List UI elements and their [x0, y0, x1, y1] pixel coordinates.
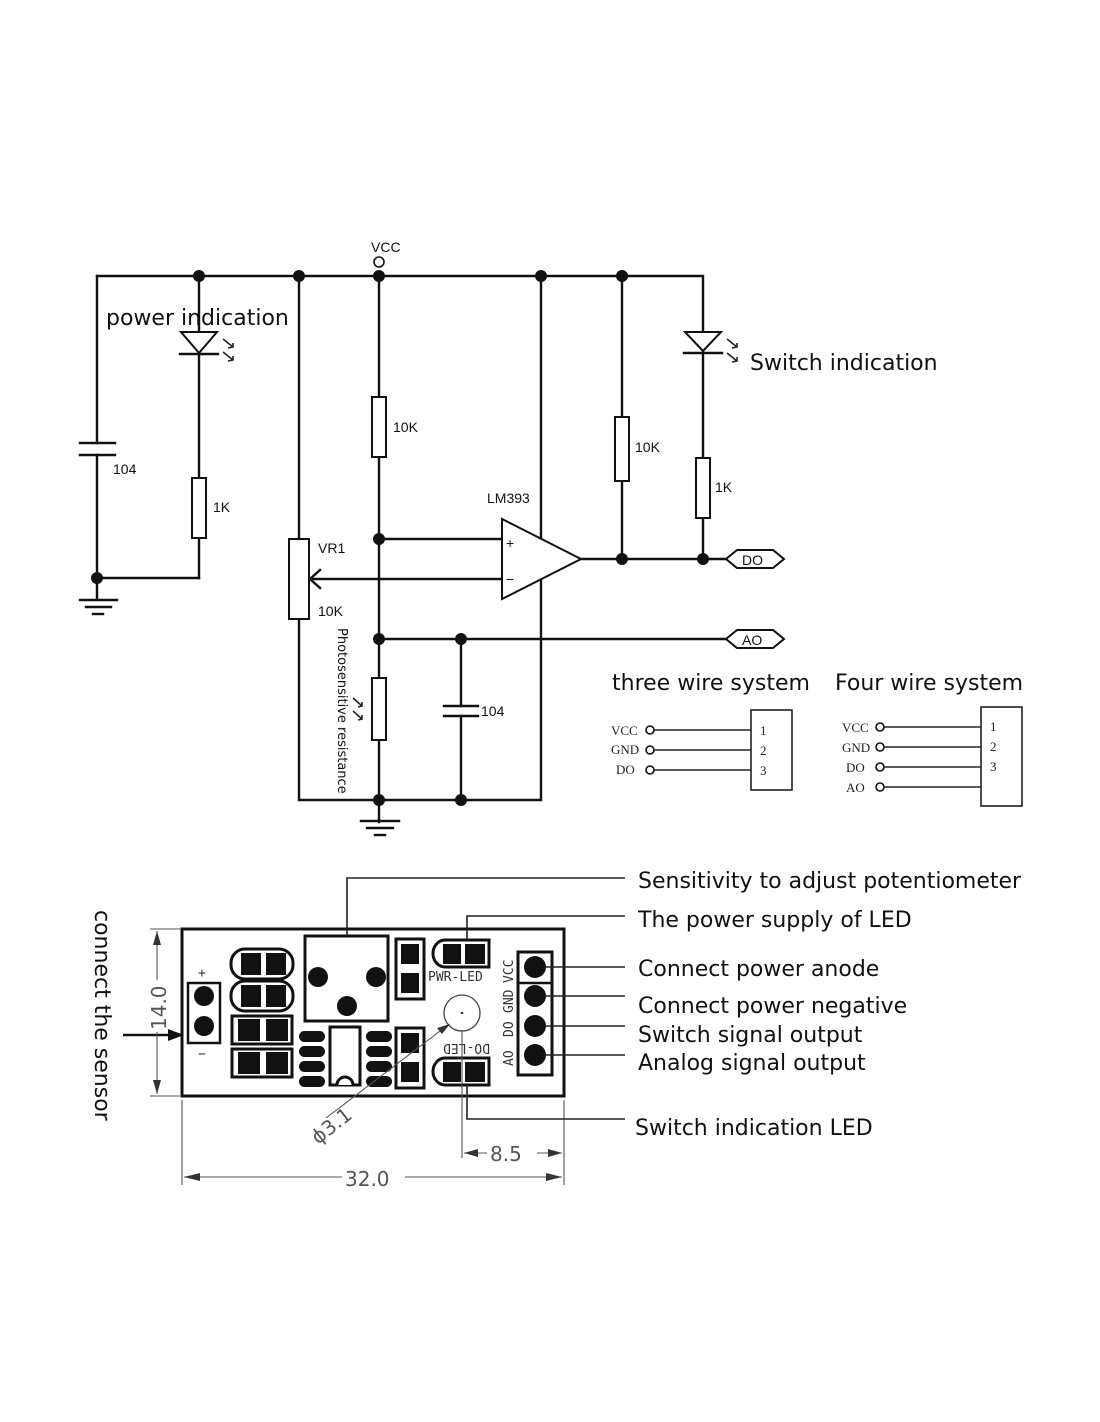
potentiometer	[288, 538, 310, 620]
pin-number: 1	[990, 719, 997, 734]
resistor-power-led	[191, 477, 207, 539]
pcb-drawing: + −	[89, 910, 566, 1191]
port-ao: AO	[724, 629, 786, 649]
three-wire-system: three wire system VCC GND DO 1 2 3	[611, 671, 810, 791]
junction-dot	[373, 270, 385, 282]
offset-dimension-label: 8.5	[490, 1142, 522, 1166]
comparator-label: LM393	[487, 490, 530, 506]
switch-indication-label: Switch indication	[750, 351, 938, 376]
svg-text:AO: AO	[742, 632, 762, 648]
pin-label: GND	[611, 742, 639, 757]
pwr-led-label: PWR-LED	[428, 970, 483, 985]
width-dimension-label: 32.0	[345, 1167, 390, 1191]
junction-dot	[293, 270, 305, 282]
cap-left-label: 104	[113, 461, 137, 477]
header-label-gnd: GND	[502, 989, 517, 1013]
junction-dot	[697, 553, 709, 565]
junction-dots	[91, 270, 709, 806]
do-led-footprint: DO-LED	[431, 1040, 491, 1087]
callout-switch-led: Switch indication LED	[635, 1116, 873, 1141]
pot-value-label: 10K	[318, 603, 344, 619]
junction-dot	[373, 794, 385, 806]
header-label-do: DO	[502, 1021, 517, 1037]
junction-dot	[91, 572, 103, 584]
do-led-label: DO-LED	[443, 1040, 490, 1055]
r-pullup-label: 10K	[635, 439, 661, 455]
junction-dot	[616, 553, 628, 565]
resistor-switch-led	[695, 457, 711, 519]
plus-sign: +	[506, 535, 514, 551]
led-icon	[178, 331, 234, 362]
power-indication-label: power indication	[106, 306, 289, 331]
r-power-led-label: 1K	[213, 499, 231, 515]
junction-dot	[616, 270, 628, 282]
pin-number: 2	[990, 739, 997, 754]
connect-sensor-label: connect the sensor	[89, 910, 114, 1122]
cap-right-label: 104	[481, 703, 505, 719]
connector-box	[750, 709, 793, 791]
pin-number: 1	[760, 723, 767, 738]
light-arrows-icon	[352, 697, 363, 721]
comparator-lm393	[501, 517, 584, 601]
pin-label: DO	[616, 762, 635, 777]
junction-dot	[455, 633, 467, 645]
photoresistor	[371, 677, 387, 741]
header-label-ao: AO	[502, 1050, 517, 1066]
ic-footprint	[299, 1025, 392, 1087]
arrow-icon	[168, 1029, 184, 1041]
port-do: DO	[724, 549, 786, 569]
smd-pads	[394, 937, 426, 1090]
connector-box	[980, 706, 1023, 807]
sensor-minus: −	[198, 1047, 206, 1062]
resistor-divider	[371, 396, 387, 458]
callout-sensitivity: Sensitivity to adjust potentiometer	[638, 869, 1022, 894]
dimension-offset: 8.5	[461, 1030, 562, 1166]
junction-dot	[455, 794, 467, 806]
pin-label: VCC	[611, 723, 638, 738]
vcc-terminal	[373, 256, 385, 268]
smd-pads	[229, 947, 295, 1079]
height-dimension-label: 14.0	[147, 985, 171, 1030]
junction-dot	[193, 270, 205, 282]
minus-sign: −	[506, 571, 514, 587]
sensor-plus: +	[198, 966, 206, 981]
r-divider-label: 10K	[393, 419, 419, 435]
pin-number: 3	[990, 759, 997, 774]
callout-led-power: The power supply of LED	[637, 908, 912, 933]
hole-dimension-label: ϕ3.1	[306, 1102, 356, 1149]
pin-label: AO	[846, 780, 865, 795]
led-icon	[682, 331, 738, 363]
pot-name-label: VR1	[318, 540, 345, 556]
pin-label: GND	[842, 740, 870, 755]
three-wire-title: three wire system	[612, 671, 810, 696]
callouts: Sensitivity to adjust potentiometer The …	[346, 869, 1022, 1141]
dimension-height: 14.0	[147, 928, 180, 1097]
callout-analog-output: Analog signal output	[638, 1051, 866, 1076]
pin-label: DO	[846, 760, 865, 775]
four-wire-title: Four wire system	[835, 671, 1023, 696]
junction-dot	[373, 533, 385, 545]
svg-text:DO: DO	[742, 552, 763, 568]
ground-icon	[359, 819, 401, 837]
pin-number: 3	[760, 763, 767, 778]
callout-power-negative: Connect power negative	[638, 994, 907, 1019]
vcc-label: VCC	[371, 239, 401, 255]
pwr-led-footprint: PWR-LED	[428, 938, 491, 985]
pin-label: VCC	[842, 720, 869, 735]
photoresistor-label: Photosensitive resistance	[334, 628, 349, 794]
junction-dot	[373, 633, 385, 645]
four-wire-system: Four wire system VCC GND DO AO 1 2 3	[835, 671, 1023, 807]
r-switch-led-label: 1K	[715, 479, 733, 495]
header-label-vcc: VCC	[502, 960, 517, 983]
schematic: 104 1K power indication VR1 10K 10K	[78, 239, 938, 837]
callout-switch-output: Switch signal output	[638, 1023, 863, 1048]
junction-dot	[535, 270, 547, 282]
callout-power-anode: Connect power anode	[638, 957, 879, 982]
resistor-pullup	[614, 416, 630, 482]
dimension-width: 32.0	[181, 1100, 565, 1191]
pin-number: 2	[760, 743, 767, 758]
